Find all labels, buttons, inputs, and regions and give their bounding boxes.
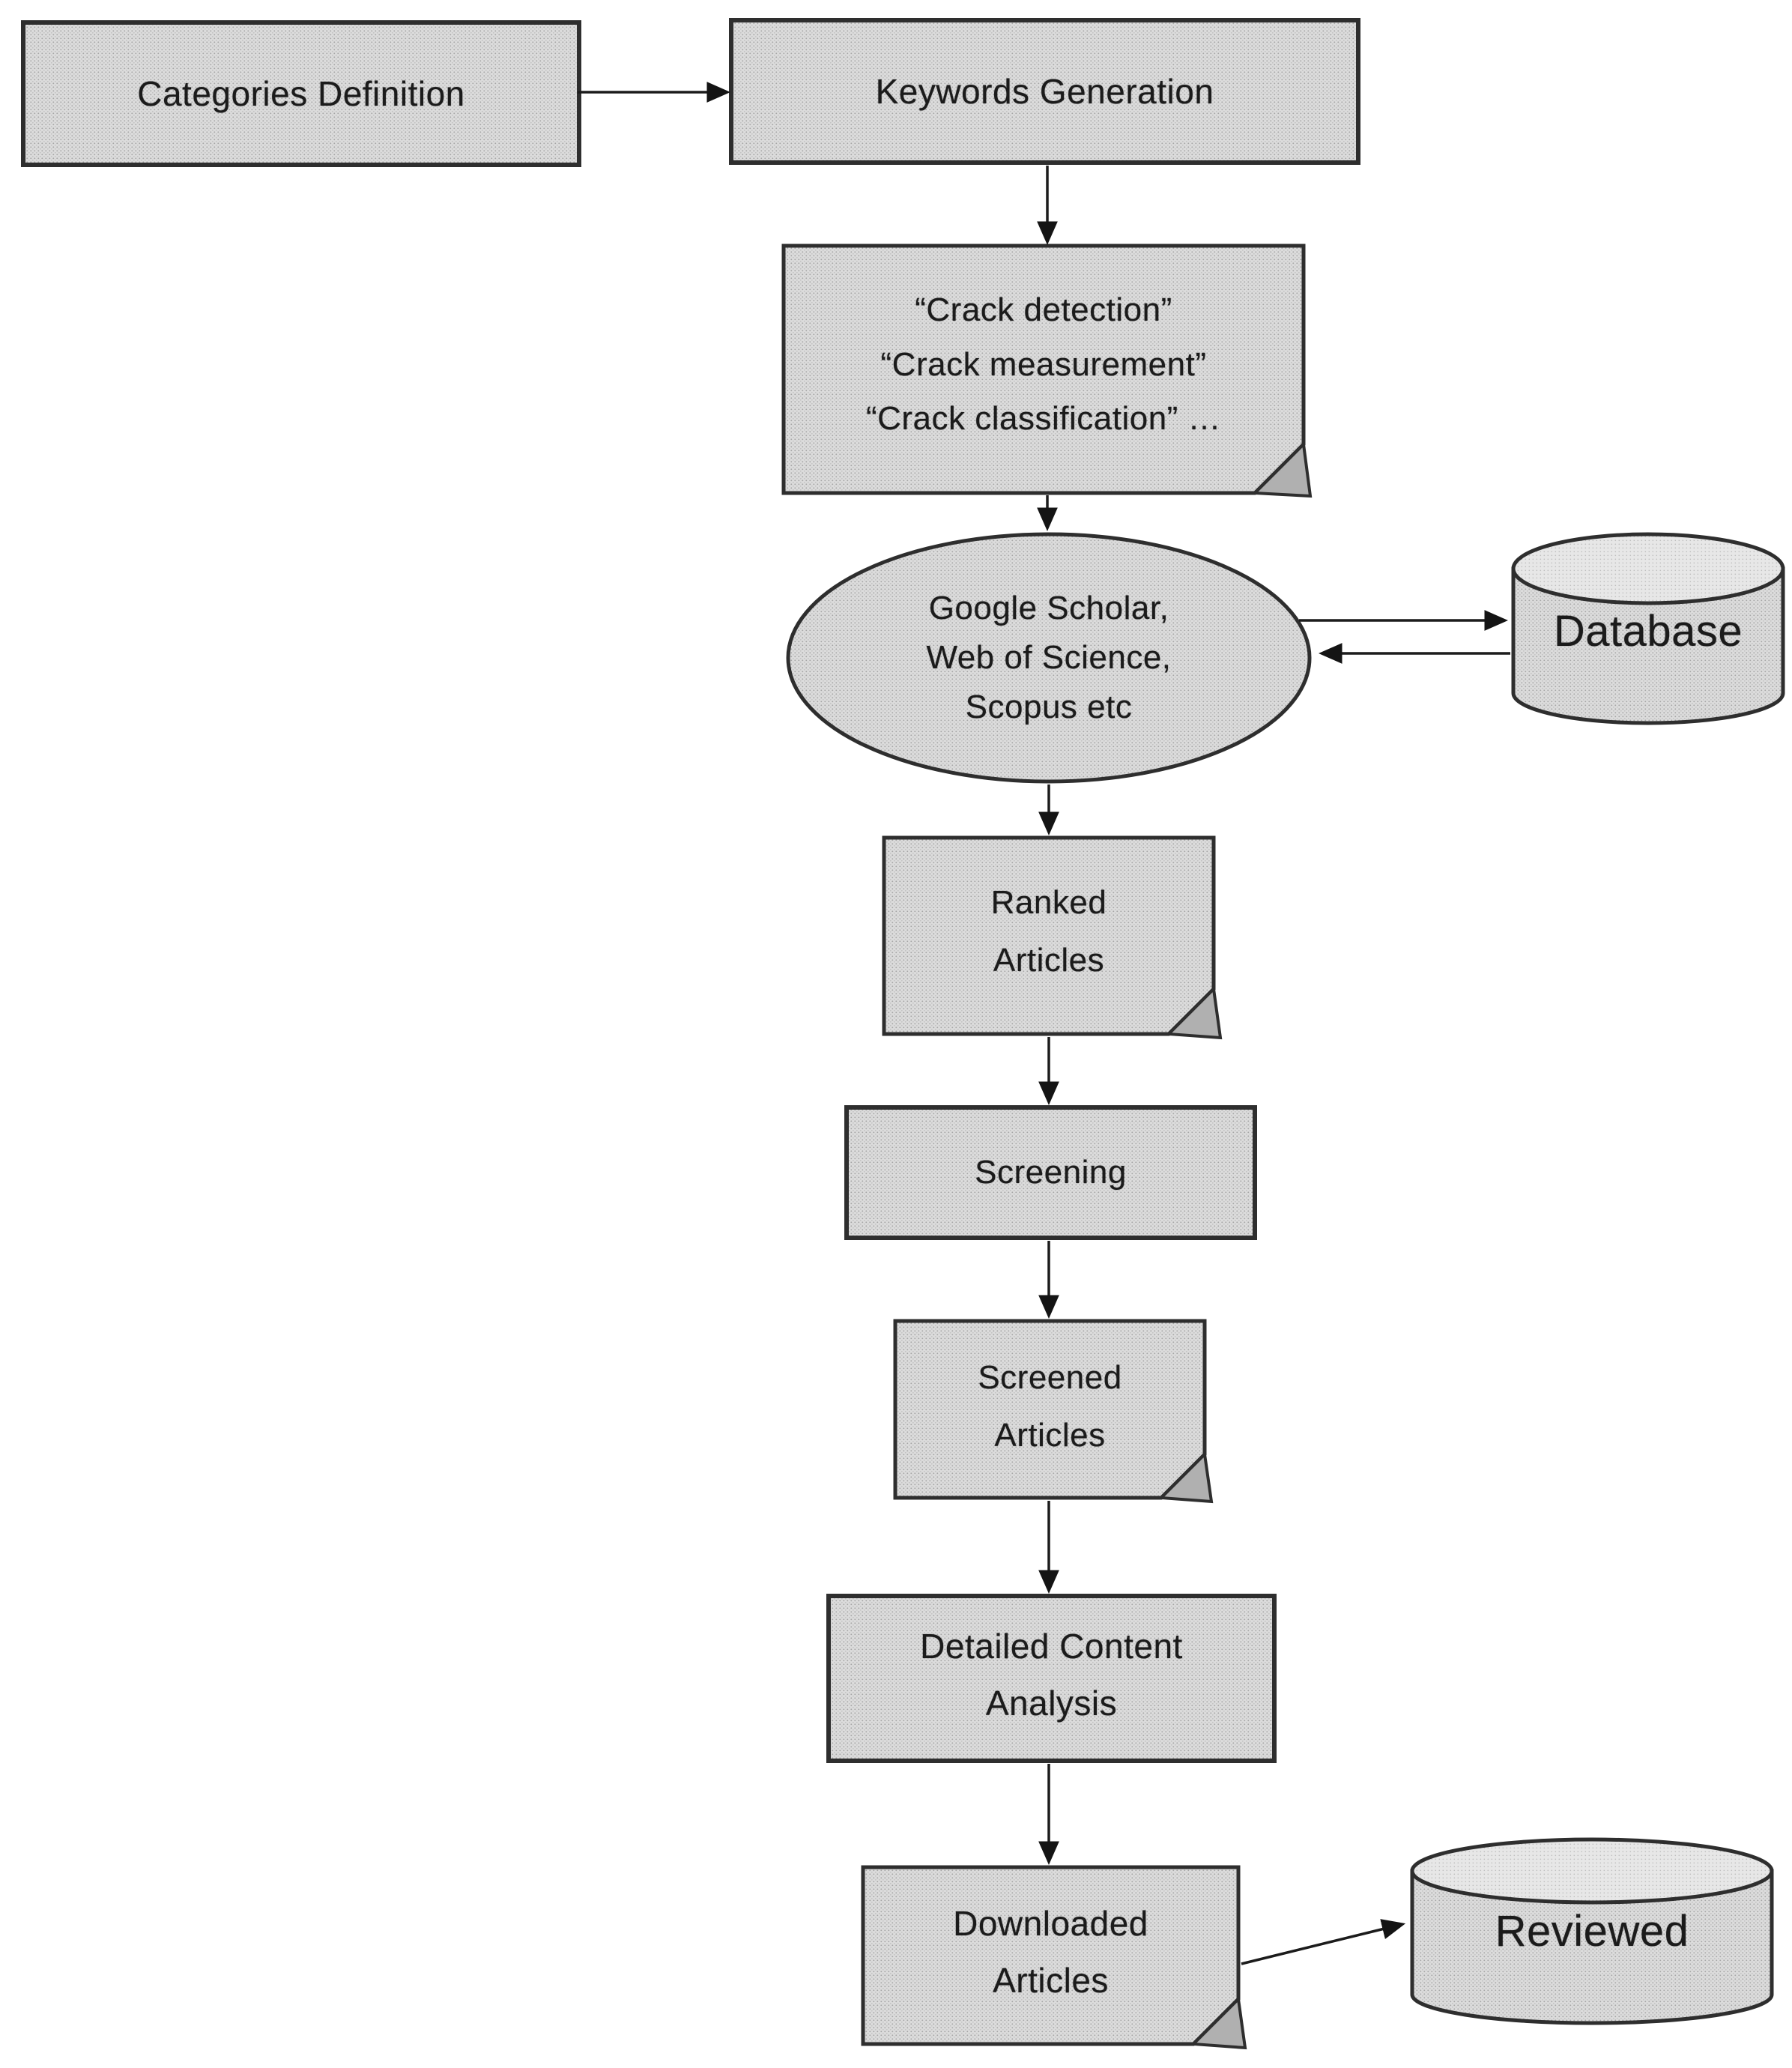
reviewed-cylinder-top: [1410, 1837, 1774, 1905]
database-cylinder-body: [1511, 566, 1785, 725]
categories-definition-label: Categories Definition: [137, 74, 465, 113]
ranked-articles-fold-corner: [1165, 985, 1223, 1040]
detailed-content-analysis-box: [826, 1594, 1277, 1763]
search-sources-ellipse: [786, 532, 1312, 784]
keywords-generation-box: [729, 18, 1360, 165]
screened-articles-label: Screened Articles: [895, 1321, 1205, 1492]
keywords-generation-label: Keywords Generation: [875, 72, 1214, 111]
keyword-example-line: “Crack measurement”: [880, 345, 1207, 383]
downloaded-articles-line: Articles: [993, 1961, 1109, 2000]
ranked-articles-label: Ranked Articles: [884, 838, 1214, 1025]
detailed-content-analysis-label: Detailed Content Analysis: [829, 1596, 1274, 1755]
downloaded-articles-fold-corner: [1190, 1995, 1247, 2050]
keyword-examples-fold-corner: [1251, 441, 1313, 498]
screening-label: Screening: [975, 1154, 1127, 1191]
database-label: Database: [1553, 607, 1743, 656]
search-source-line: Web of Science,: [926, 639, 1172, 676]
screening-box: [844, 1105, 1257, 1240]
detailed-content-line: Analysis: [985, 1684, 1118, 1723]
keyword-example-line: “Crack detection”: [915, 291, 1172, 329]
arrow-downloaded-to-reviewed: [1241, 1919, 1406, 1965]
keyword-example-line: “Crack classification” …: [865, 400, 1222, 438]
screened-articles-line: Screened: [978, 1359, 1122, 1396]
detailed-content-line: Detailed Content: [920, 1627, 1183, 1666]
keyword-examples-label: “Crack detection” “Crack measurement” “C…: [784, 246, 1304, 484]
search-sources-label: Google Scholar, Web of Science, Scopus e…: [788, 534, 1310, 781]
search-source-line: Google Scholar,: [928, 590, 1169, 626]
ranked-articles-line: Ranked: [990, 884, 1107, 921]
categories-definition-box: [21, 20, 581, 167]
screened-articles-fold-corner: [1157, 1451, 1214, 1504]
downloaded-articles-label: Downloaded Articles: [863, 1867, 1238, 2038]
downloaded-articles-line: Downloaded: [953, 1904, 1148, 1944]
search-source-line: Scopus etc: [965, 689, 1133, 725]
reviewed-label: Reviewed: [1495, 1906, 1689, 1956]
ranked-articles-line: Articles: [993, 942, 1105, 979]
screened-articles-line: Articles: [994, 1417, 1106, 1454]
reviewed-cylinder-body: [1410, 1869, 1774, 2025]
database-cylinder-top: [1511, 532, 1785, 605]
